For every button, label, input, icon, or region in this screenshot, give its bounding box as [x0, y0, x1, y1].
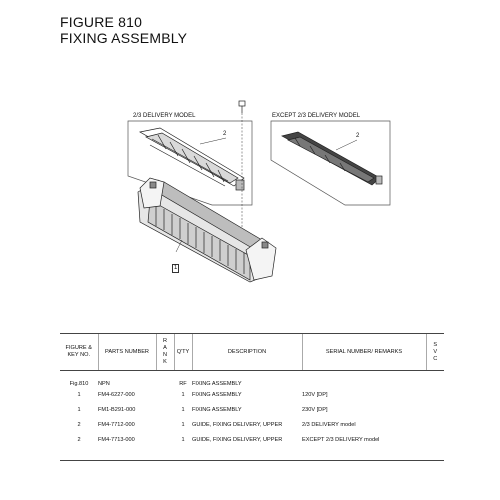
- cell-remarks: EXCEPT 2/3 DELIVERY model: [302, 437, 426, 461]
- page-heading: FIGURE 810 FIXING ASSEMBLY: [60, 14, 187, 46]
- table-row: 1 FM1-B291-000 1 FIXING ASSEMBLY 230V [D…: [60, 407, 444, 422]
- cell-rank: [156, 392, 174, 407]
- callout-right-item: 2: [356, 133, 360, 139]
- cell-svc: [426, 392, 444, 407]
- header-svc-letter: V: [433, 348, 438, 355]
- cell-qty: 1: [181, 392, 185, 398]
- cell-figure-key: 2: [60, 437, 98, 461]
- exploded-view-illustration: 2/3 DELIVERY MODEL EXCEPT 2/3 DELIVERY M…: [127, 100, 391, 283]
- right-box-label: EXCEPT 2/3 DELIVERY MODEL: [272, 113, 361, 119]
- cell-parts-number: FM4-6227-000: [98, 392, 135, 398]
- fixing-assembly-drawing: [127, 100, 391, 283]
- left-box-label: 2/3 DELIVERY MODEL: [133, 113, 196, 119]
- cell-qty: 1: [181, 407, 185, 413]
- cell-qty: RF: [179, 381, 187, 387]
- cell-svc: [426, 422, 444, 437]
- leader-line-assembly: [175, 239, 183, 253]
- screw-part: [238, 100, 246, 113]
- cell-parts-number: NPN: [98, 381, 110, 387]
- cell-remarks: 120V [DP]: [302, 392, 328, 398]
- guide-part-right: [281, 131, 383, 186]
- cell-description: FIXING ASSEMBLY: [192, 407, 242, 413]
- header-description: DESCRIPTION: [191, 333, 302, 371]
- header-qty: Q'TY: [173, 333, 192, 371]
- cell-figure-key: 2: [77, 422, 81, 428]
- cell-remarks: 230V [DP]: [302, 407, 328, 413]
- cell-remarks: [302, 371, 426, 393]
- cell-figure-key: 1: [77, 392, 81, 398]
- cell-parts-number: FM4-7712-000: [98, 422, 135, 428]
- right-detail-box: [270, 120, 391, 206]
- cell-figure-key: 1: [77, 407, 81, 413]
- fixing-assembly-body: [137, 177, 277, 283]
- header-svc-letter: S: [433, 341, 438, 348]
- header-svc: S V C: [425, 333, 444, 371]
- header-rank-letter: R: [162, 338, 168, 344]
- table-row: 2 FM4-7713-000 1 GUIDE, FIXING DELIVERY,…: [60, 437, 444, 461]
- cell-svc: [426, 407, 444, 422]
- table-row: Fig.810 NPN RF FIXING ASSEMBLY: [60, 371, 444, 393]
- cell-svc: [426, 371, 444, 393]
- cell-qty: 1: [174, 437, 192, 461]
- figure-number: FIGURE 810: [60, 14, 143, 30]
- cell-svc: [426, 437, 444, 461]
- cell-rank: [156, 422, 174, 437]
- cell-figure-key: Fig.810: [69, 381, 89, 387]
- cell-parts-number: FM1-B291-000: [98, 407, 136, 413]
- leader-line-left: [199, 137, 227, 145]
- left-detail-box: [127, 120, 253, 206]
- cell-rank: [156, 371, 174, 393]
- header-rank-letter: N: [162, 352, 168, 358]
- cell-qty: 1: [181, 422, 185, 428]
- cell-description: GUIDE, FIXING DELIVERY, UPPER: [192, 422, 283, 428]
- callout-assembly: 1: [172, 264, 180, 273]
- table-header-row: FIGURE & KEY NO. PARTS NUMBER R A N K Q'…: [60, 333, 444, 371]
- table-row: 2 FM4-7712-000 1 GUIDE, FIXING DELIVERY,…: [60, 422, 444, 437]
- cell-parts-number: FM4-7713-000: [98, 437, 156, 461]
- figure-title: FIXING ASSEMBLY: [60, 30, 188, 46]
- header-serial-remarks: SERIAL NUMBER/ REMARKS: [301, 333, 426, 371]
- guide-part-left: [139, 127, 245, 191]
- callout-left-item: 2: [223, 131, 227, 137]
- leader-line-right: [335, 139, 358, 151]
- cell-description: GUIDE, FIXING DELIVERY, UPPER: [192, 437, 302, 461]
- header-figure-key: FIGURE & KEY NO.: [60, 333, 98, 371]
- cell-remarks: 2/3 DELIVERY model: [302, 422, 356, 428]
- header-parts-number: PARTS NUMBER: [97, 333, 156, 371]
- header-rank: R A N K: [155, 333, 174, 371]
- cell-rank: [156, 407, 174, 422]
- parts-list-table: FIGURE & KEY NO. PARTS NUMBER R A N K Q'…: [60, 333, 444, 461]
- table-row: 1 FM4-6227-000 1 FIXING ASSEMBLY 120V [D…: [60, 392, 444, 407]
- cell-rank: [156, 437, 174, 461]
- cell-description: FIXING ASSEMBLY: [192, 381, 242, 387]
- header-rank-letter: A: [163, 345, 167, 351]
- header-svc-letter: C: [433, 355, 438, 362]
- header-rank-letter: K: [163, 359, 167, 365]
- cell-description: FIXING ASSEMBLY: [192, 392, 242, 398]
